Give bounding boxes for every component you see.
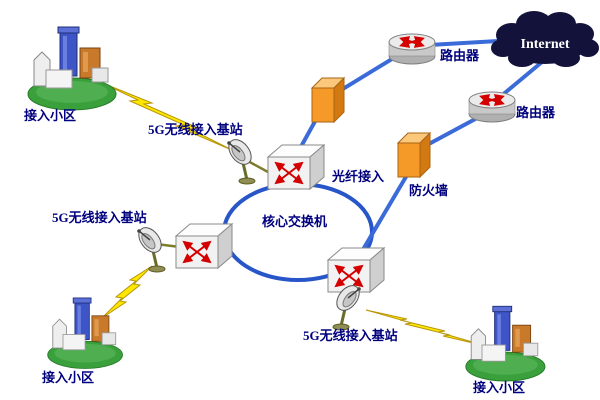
fiber-access-label: 光纤接入 [331,169,384,184]
router-1 [389,34,435,64]
base-station1-label: 5G无线接入基站 [148,122,243,137]
base-station3-label: 5G无线接入基站 [303,328,398,343]
lightning-link-1 [99,81,235,152]
fiber-access-box [311,77,345,123]
cloud-bump [552,49,580,67]
cloud-bump [508,49,536,67]
core-switch-bottom [328,248,384,292]
community1-label: 接入小区 [24,108,76,123]
core-switch-top [268,145,324,189]
router1-label: 路由器 [440,48,480,63]
firewall-box [397,132,431,178]
base-station-antenna-1 [222,133,258,186]
internet-label: Internet [521,37,570,52]
community2-label: 接入小区 [42,370,94,385]
core-switch-label: 核心交换机 [262,214,327,229]
internet-cloud: Internet [491,11,599,67]
lightning-link-2 [101,265,153,319]
community3-label: 接入小区 [473,380,525,395]
link-firewall-switch [356,168,412,260]
base-station2-label: 5G无线接入基站 [52,210,147,225]
core-switch-left [176,224,232,268]
base-station-antenna-2 [132,221,168,274]
firewall-label: 防火墙 [409,183,448,198]
community-1 [27,26,117,111]
community-3 [465,305,546,382]
router2-label: 路由器 [516,105,556,120]
router-2 [469,92,515,122]
